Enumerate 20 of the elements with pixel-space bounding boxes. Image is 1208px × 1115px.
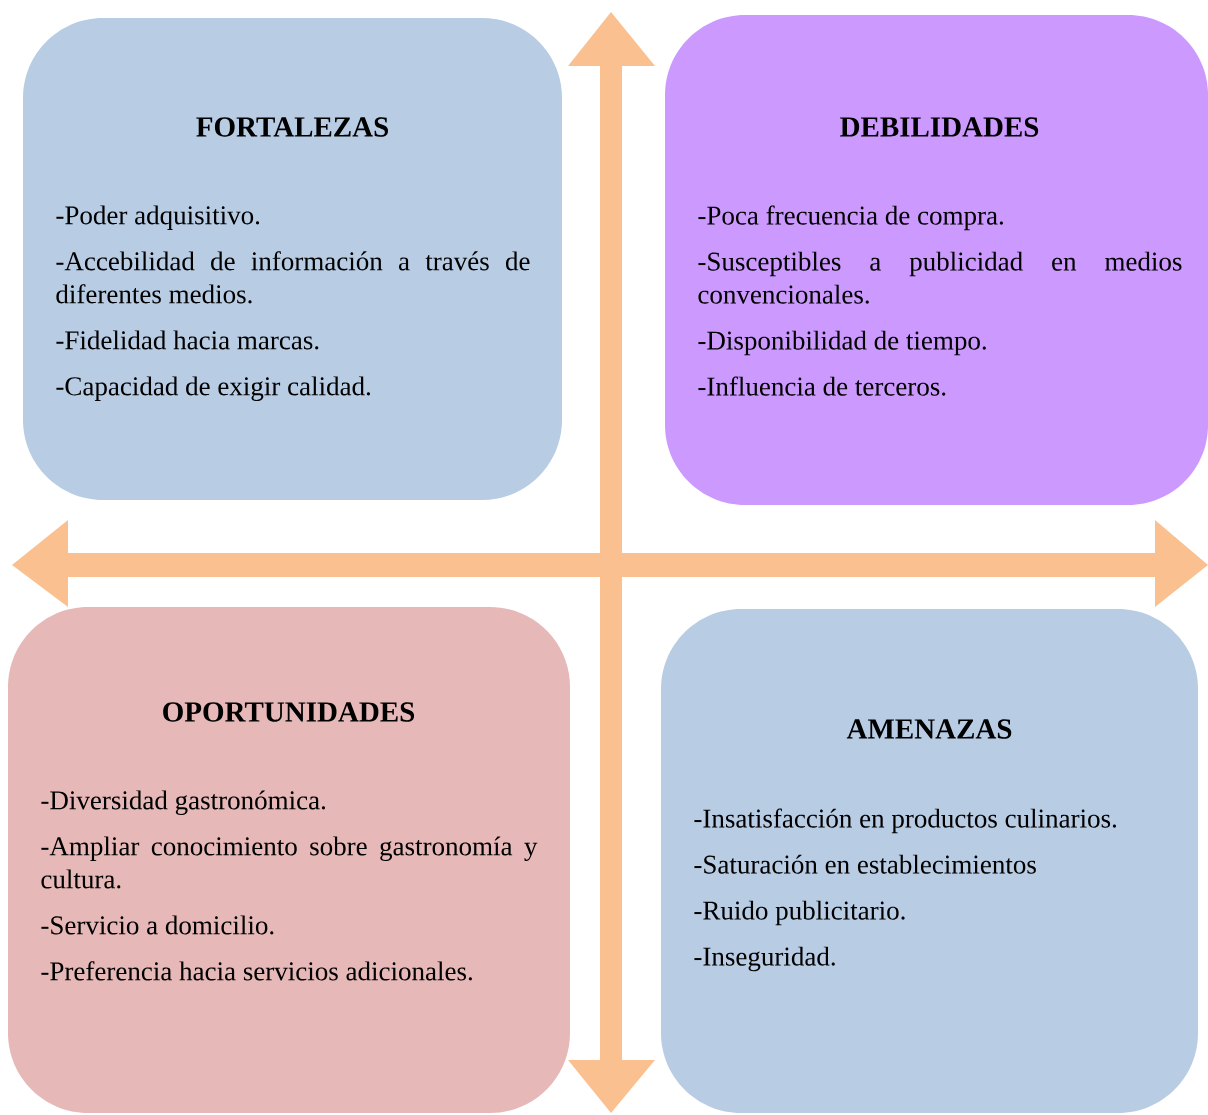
heading: FORTALEZAS xyxy=(196,117,388,137)
bullet-text: -Insatisfacción en productos culinarios. xyxy=(694,808,1117,834)
bullet-text: -Poder adquisitivo. xyxy=(56,205,260,230)
bullet-text: -Influencia de terceros. xyxy=(698,376,946,396)
bullet-text: -Servicio a domicilio. xyxy=(41,915,274,935)
bullet-text: -Fidelidad hacia marcas. xyxy=(56,330,319,350)
heading: DEBILIDADES xyxy=(840,117,1039,137)
bullet-text: -Saturación en establecimientos xyxy=(694,854,1036,874)
bullet-text: -Preferencia hacia servicios adicionales. xyxy=(41,961,472,981)
heading: AMENAZAS xyxy=(846,719,1012,739)
bullet-text: -Ruido publicitario. xyxy=(694,900,905,926)
bullet-text: -Disponibilidad de tiempo. xyxy=(698,330,986,356)
bullet-text: -Poca frecuencia de compra. xyxy=(698,205,1003,231)
bullet-text: -Ampliar conocimiento sobre gastronomía y cultura. xyxy=(41,836,538,889)
bullet-text: -Accebilidad de información a través de diferentes medios. xyxy=(56,251,530,304)
bullet-text: -Capacidad de exigir calidad. xyxy=(56,376,371,401)
bullet-text: -Inseguridad. xyxy=(694,946,835,972)
bullet-text: -Susceptibles a publicidad en medios convencionales. xyxy=(698,251,1182,304)
bullet-text: -Diversidad gastronómica. xyxy=(41,790,326,815)
heading: OPORTUNIDADES xyxy=(163,702,415,722)
